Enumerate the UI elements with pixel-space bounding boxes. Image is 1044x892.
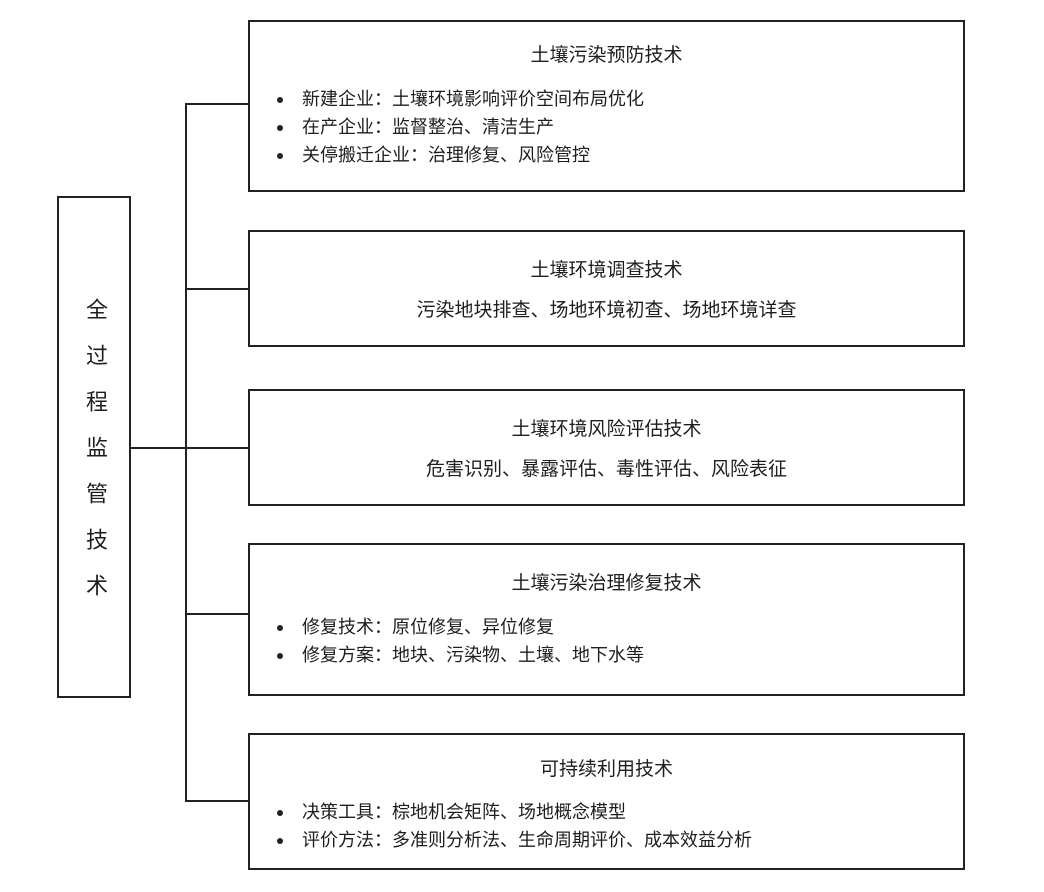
branch-connector-line — [185, 613, 248, 615]
branch-connector-line — [185, 288, 248, 290]
branch-title: 土壤污染治理修复技术 — [511, 572, 702, 594]
branch-connector-line — [185, 800, 248, 802]
root-connector-line — [131, 447, 187, 449]
branch-risk-assessment: 土壤环境风险评估技术 危害识别、暴露评估、毒性评估、风险表征 — [248, 389, 965, 506]
branch-investigation: 土壤环境调查技术 污染地块排查、场地环境初查、场地环境详查 — [248, 230, 965, 347]
bullet-list: 新建企业：土壤环境影响评价空间布局优化 在产企业：监督整治、清洁生产 关停搬迁企… — [250, 86, 963, 170]
bullet-item: 关停搬迁企业：治理修复、风险管控 — [277, 142, 963, 170]
root-label: 全过程监管技术 — [82, 298, 107, 620]
bullet-icon — [277, 97, 283, 103]
bullet-item: 评价方法：多准则分析法、生命周期评价、成本效益分析 — [277, 827, 963, 855]
bullet-list: 修复技术：原位修复、异位修复 修复方案：地块、污染物、土壤、地下水等 — [250, 614, 963, 670]
bullet-text: 修复技术：原位修复、异位修复 — [302, 617, 554, 638]
branch-description: 污染地块排查、场地环境初查、场地环境详查 — [416, 299, 797, 321]
bullet-text: 关停搬迁企业：治理修复、风险管控 — [302, 145, 590, 166]
branch-sustainable-use: 可持续利用技术 决策工具：棕地机会矩阵、场地概念模型 评价方法：多准则分析法、生… — [248, 733, 965, 870]
bullet-icon — [277, 838, 283, 844]
bullet-item: 决策工具：棕地机会矩阵、场地概念模型 — [277, 799, 963, 827]
bullet-item: 修复技术：原位修复、异位修复 — [277, 614, 963, 642]
bullet-text: 新建企业：土壤环境影响评价空间布局优化 — [302, 89, 644, 110]
bullet-item: 在产企业：监督整治、清洁生产 — [277, 114, 963, 142]
branch-description: 危害识别、暴露评估、毒性评估、风险表征 — [425, 458, 787, 480]
bullet-text: 在产企业：监督整治、清洁生产 — [302, 117, 554, 138]
branch-connector-line — [185, 447, 248, 449]
branch-connector-line — [185, 103, 248, 105]
bullet-icon — [277, 625, 283, 631]
bullet-item: 修复方案：地块、污染物、土壤、地下水等 — [277, 642, 963, 670]
branch-remediation: 土壤污染治理修复技术 修复技术：原位修复、异位修复 修复方案：地块、污染物、土壤… — [248, 543, 965, 696]
bullet-text: 修复方案：地块、污染物、土壤、地下水等 — [302, 645, 644, 666]
bullet-icon — [277, 125, 283, 131]
branch-title: 土壤环境风险评估技术 — [511, 418, 702, 440]
bullet-item: 新建企业：土壤环境影响评价空间布局优化 — [277, 86, 963, 114]
bullet-text: 评价方法：多准则分析法、生命周期评价、成本效益分析 — [302, 830, 752, 851]
bullet-list: 决策工具：棕地机会矩阵、场地概念模型 评价方法：多准则分析法、生命周期评价、成本… — [250, 799, 963, 855]
bullet-text: 决策工具：棕地机会矩阵、场地概念模型 — [302, 802, 626, 823]
branch-title: 土壤污染预防技术 — [530, 44, 683, 66]
bullet-icon — [277, 810, 283, 816]
branch-title: 可持续利用技术 — [539, 758, 673, 780]
bullet-icon — [277, 653, 283, 659]
bullet-icon — [277, 153, 283, 159]
vertical-spine-line — [185, 103, 187, 801]
branch-title: 土壤环境调查技术 — [530, 259, 683, 281]
branch-prevention: 土壤污染预防技术 新建企业：土壤环境影响评价空间布局优化 在产企业：监督整治、清… — [248, 20, 965, 192]
root-node: 全过程监管技术 — [57, 196, 131, 698]
